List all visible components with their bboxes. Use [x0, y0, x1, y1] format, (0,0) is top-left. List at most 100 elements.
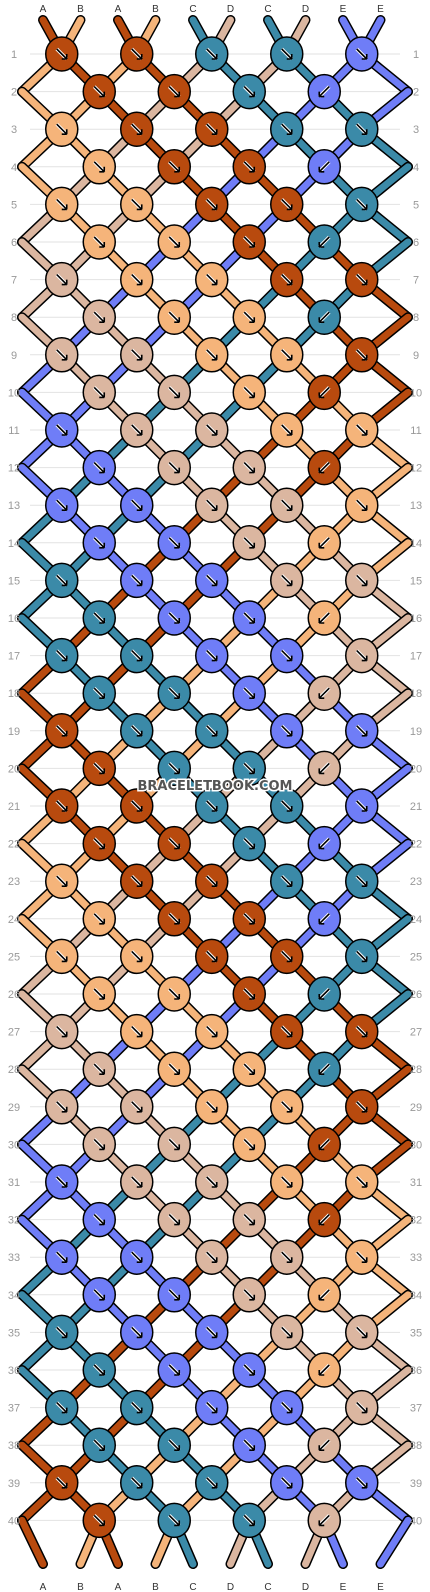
knot-arrow-icon	[168, 1514, 180, 1526]
row-number-left: 33	[8, 1252, 20, 1264]
knot-arrowhead-icon	[211, 580, 218, 587]
knot-arrow-icon	[356, 123, 368, 135]
knot-arrowhead-icon	[136, 1257, 143, 1263]
knot-arrow-icon	[356, 725, 368, 737]
knot-arrowhead-icon	[211, 1106, 218, 1113]
knot-arrowhead-icon	[249, 618, 256, 624]
knot-arrowhead-icon	[99, 693, 106, 699]
string-label-bottom: B	[77, 1582, 84, 1592]
knot-arrow-icon	[318, 1514, 330, 1526]
row-number-right: 40	[410, 1515, 422, 1527]
knot-arrow-icon	[131, 1101, 143, 1113]
knot-arrowhead-icon	[99, 166, 106, 173]
knot-arrow-icon	[131, 1477, 143, 1489]
knot-arrow-icon	[93, 988, 105, 1000]
knot-arrow-icon	[131, 800, 143, 812]
knot-arrow-icon	[56, 875, 68, 887]
knot-arrow-icon	[243, 236, 255, 248]
knot-arrow-icon	[243, 161, 255, 173]
knot-arrowhead-icon	[136, 1182, 143, 1188]
row-number-right: 39	[410, 1478, 422, 1490]
knot-arrow-icon	[281, 1251, 293, 1263]
knot-arrow-icon	[318, 687, 330, 699]
row-number-right: 14	[410, 538, 422, 550]
knot-arrow-icon	[356, 274, 368, 286]
knot-arrow-icon	[356, 800, 368, 812]
knot-arrowhead-icon	[361, 354, 368, 361]
knot-arrowhead-icon	[174, 693, 181, 699]
knot-arrowhead-icon	[136, 1482, 143, 1489]
knot-arrowhead-icon	[361, 279, 368, 286]
knot-arrowhead-icon	[318, 1294, 325, 1301]
knot-arrow-icon	[318, 1063, 330, 1075]
knot-arrow-icon	[206, 499, 218, 511]
knot-arrowhead-icon	[211, 204, 218, 211]
knot-arrow-icon	[318, 462, 330, 474]
knot-arrow-icon	[168, 1063, 180, 1075]
knot-arrowhead-icon	[99, 392, 106, 399]
row-number-right: 24	[410, 914, 422, 926]
knot-arrow-icon	[168, 1289, 180, 1301]
string-label-top: A	[40, 4, 47, 15]
knot-arrowhead-icon	[318, 693, 325, 699]
knot-arrow-icon	[356, 650, 368, 662]
knot-arrowhead-icon	[99, 1069, 106, 1075]
row-number-right: 13	[410, 500, 422, 512]
knot-arrow-icon	[206, 1402, 218, 1414]
row-number-right: 29	[410, 1102, 422, 1114]
string-label-top: C	[189, 4, 196, 15]
knot-arrow-icon	[356, 198, 368, 210]
knot-arrow-icon	[56, 1101, 68, 1113]
knot-arrowhead-icon	[286, 1332, 293, 1339]
knot-arrowhead-icon	[361, 730, 368, 737]
knot-arrowhead-icon	[174, 994, 181, 1000]
knot-arrow-icon	[168, 311, 180, 323]
knot-arrow-icon	[281, 950, 293, 962]
knot-arrow-icon	[168, 86, 180, 98]
knot-arrowhead-icon	[174, 1520, 181, 1527]
knot-arrow-icon	[168, 838, 180, 850]
knot-arrow-icon	[56, 123, 68, 135]
knot-arrowhead-icon	[174, 91, 181, 98]
row-number-left: 31	[8, 1177, 20, 1189]
string-label-top: E	[377, 4, 384, 15]
row-number-left: 1	[11, 49, 17, 61]
knot-arrowhead-icon	[174, 1219, 181, 1226]
knot-arrow-icon	[56, 725, 68, 737]
string-label-bottom: E	[340, 1582, 347, 1592]
row-number-right: 17	[410, 651, 422, 663]
knot-arrowhead-icon	[286, 730, 293, 737]
knot-arrowhead-icon	[249, 1219, 256, 1226]
knot-arrowhead-icon	[61, 354, 68, 361]
knot-arrowhead-icon	[286, 505, 293, 511]
row-number-right: 12	[410, 463, 422, 475]
knot-arrowhead-icon	[174, 1294, 181, 1301]
knot-arrow-icon	[318, 311, 330, 323]
row-number-right: 37	[410, 1403, 422, 1415]
row-number-left: 8	[11, 312, 17, 324]
knot-arrow-icon	[93, 1439, 105, 1451]
row-number-right: 5	[413, 199, 419, 211]
knot-arrow-icon	[168, 462, 180, 474]
knot-arrow-icon	[56, 48, 68, 60]
knot-arrow-icon	[56, 1402, 68, 1414]
knot-arrowhead-icon	[99, 1445, 106, 1451]
row-number-left: 3	[11, 124, 17, 136]
knot-arrow-icon	[206, 123, 218, 135]
knot-arrow-icon	[131, 349, 143, 361]
row-number-left: 36	[8, 1365, 20, 1377]
knot-arrow-icon	[93, 913, 105, 925]
knot-arrowhead-icon	[99, 768, 106, 775]
knot-arrow-icon	[93, 236, 105, 248]
knot-arrowhead-icon	[286, 956, 293, 963]
knot-arrow-icon	[281, 499, 293, 511]
knot-arrow-icon	[243, 86, 255, 98]
knot-arrowhead-icon	[136, 430, 143, 436]
knot-arrowhead-icon	[61, 1106, 68, 1113]
row-number-right: 25	[410, 951, 422, 963]
string-label-bottom: C	[264, 1582, 271, 1592]
row-number-right: 20	[410, 763, 422, 775]
row-number-left: 35	[8, 1327, 20, 1339]
knot-arrowhead-icon	[286, 580, 293, 587]
knot-arrow-icon	[243, 913, 255, 925]
